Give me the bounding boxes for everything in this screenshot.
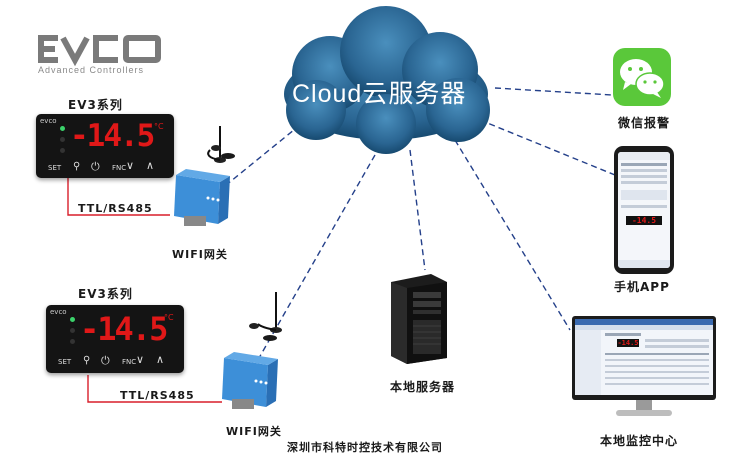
- controller-2-display: -14.5: [80, 310, 168, 348]
- phone-screen: -14.5: [618, 152, 670, 268]
- phone-display: -14.5: [626, 216, 662, 225]
- controller-1-up-icon[interactable]: ∧: [146, 159, 155, 172]
- controller-2-up-icon[interactable]: ∧: [156, 353, 165, 366]
- link-cloud-server: [409, 149, 426, 271]
- controller-1-light-icon[interactable]: ⚲: [73, 161, 81, 172]
- wechat-label: 微信报警: [618, 116, 671, 130]
- controller-1-title: EV3系列: [68, 98, 123, 112]
- controller-1-leds: [60, 126, 65, 158]
- link-cloud-monitor: [454, 139, 571, 331]
- monitor-screen: -14.5: [572, 316, 716, 400]
- company-name: 深圳市科特时控技术有限公司: [287, 441, 443, 454]
- controller-1-power-icon[interactable]: ⏻: [91, 160, 100, 173]
- server-label: 本地服务器: [390, 380, 456, 394]
- logo-tagline: Advanced Controllers: [38, 65, 145, 75]
- controller-1-set-button[interactable]: SET: [48, 164, 62, 172]
- controller-2-light-icon[interactable]: ⚲: [83, 355, 91, 366]
- controller-1-brand: evco: [40, 117, 57, 125]
- gateway-2-label: WIFI网关: [226, 425, 282, 438]
- gateway-2-port-icon: [232, 399, 254, 409]
- controller-2-fnc-button[interactable]: FNC: [122, 358, 137, 366]
- evco-logo: Advanced Controllers: [38, 32, 173, 80]
- cloud-server: Cloud云服务器: [268, 2, 508, 167]
- monitor-label: 本地监控中心: [600, 434, 679, 448]
- monitor-base: [616, 410, 672, 416]
- rs485-wire-1: [67, 176, 170, 216]
- controller-2: evco -14.5 °C SET ⚲ ⏻ FNC ∨ ∧: [46, 305, 184, 373]
- link-label-1: TTL/RS485: [78, 202, 153, 215]
- controller-2-brand: evco: [50, 308, 67, 316]
- controller-2-down-icon[interactable]: ∨: [136, 353, 145, 366]
- local-server: [385, 268, 453, 364]
- controller-2-title: EV3系列: [78, 287, 133, 301]
- phone-label: 手机APP: [614, 280, 670, 294]
- controller-1-fnc-button[interactable]: FNC: [112, 164, 127, 172]
- gateway-1-port-icon: [184, 216, 206, 226]
- cloud-label: Cloud云服务器: [292, 80, 467, 108]
- phone-app: -14.5: [614, 146, 674, 274]
- wechat-icon: [613, 48, 671, 106]
- controller-1-unit: °C: [154, 122, 164, 131]
- link-cloud-phone: [479, 119, 616, 176]
- link-cloud-gateway1: [219, 124, 301, 191]
- controller-1-display: -14.5: [70, 118, 155, 154]
- controller-2-unit: °C: [164, 313, 174, 322]
- rs485-wire-2: [87, 375, 222, 403]
- gateway-1-label: WIFI网关: [172, 248, 228, 261]
- controller-2-set-button[interactable]: SET: [58, 358, 72, 366]
- link-label-2: TTL/RS485: [120, 389, 195, 402]
- controller-2-leds: [70, 317, 75, 349]
- link-cloud-wechat: [494, 87, 613, 96]
- gateway-2: [214, 288, 294, 418]
- controller-2-power-icon[interactable]: ⏻: [101, 354, 110, 367]
- controller-1: evco -14.5 °C SET ⚲ ⏻ FNC ∨ ∧: [36, 114, 174, 178]
- monitor-display: -14.5: [617, 339, 639, 347]
- monitor-stand: [636, 400, 652, 410]
- monitoring-center: -14.5: [572, 316, 716, 426]
- gateway-1: [168, 120, 248, 240]
- controller-1-down-icon[interactable]: ∨: [126, 159, 135, 172]
